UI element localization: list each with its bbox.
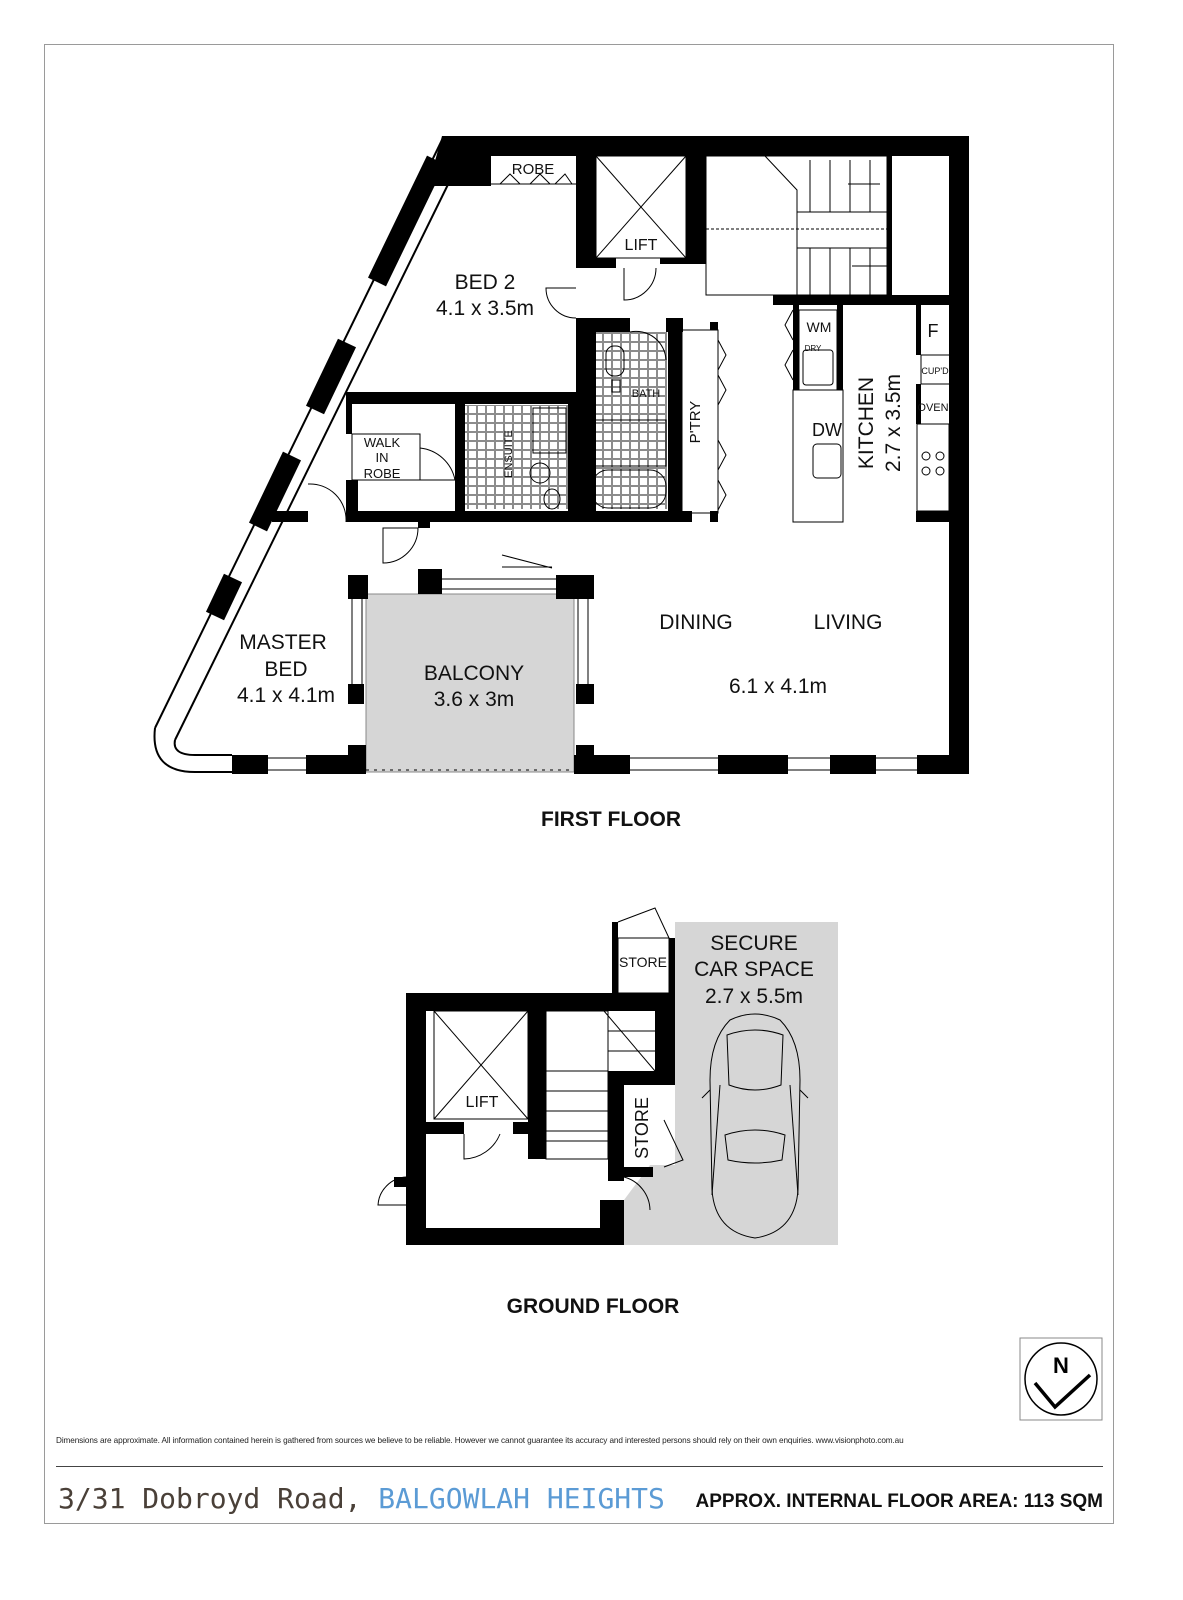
diagonal-wall-inner [174, 155, 463, 741]
store-side-label: STORE [632, 1097, 652, 1159]
interior-walls [272, 156, 969, 771]
lift-label: LIFT [625, 237, 658, 254]
entry-arrow-icon [394, 1172, 415, 1192]
fridge-label: F [928, 321, 939, 341]
kitchen-label: KITCHEN [855, 377, 878, 469]
balcony-label: BALCONY [424, 662, 524, 685]
ground-floor-plan [377, 907, 838, 1245]
dry-label: DRY [805, 344, 822, 353]
first-floor-labels: ROBE LIFT BED 2 4.1 x 3.5m WM DRY F CUP'… [237, 161, 949, 831]
diagonal-wall-segments [205, 155, 446, 621]
property-address: 3/31 Dobroyd Road, BALGOWLAH HEIGHTS [58, 1482, 665, 1515]
fixtures [268, 155, 952, 771]
car-space-area [624, 922, 838, 1245]
ground-lift-label: LIFT [466, 1094, 499, 1111]
kitchen-size: 2.7 x 3.5m [882, 374, 905, 472]
cupboard-label: CUP'D [921, 366, 949, 376]
master-label-1: MASTER [239, 631, 327, 654]
master-label-2: BED [264, 658, 307, 681]
ensuite-tiles [465, 405, 568, 509]
dishwasher-label: DW [812, 420, 842, 440]
corner-curve [153, 727, 232, 773]
living-size: 6.1 x 4.1m [729, 675, 827, 698]
wm-label: WM [807, 319, 832, 335]
pantry-label: P'TRY [687, 401, 704, 444]
balcony-area [365, 593, 575, 773]
dining-label: DINING [659, 611, 733, 634]
address-street: 3/31 Dobroyd Road, [58, 1482, 362, 1515]
car-outline [709, 1013, 801, 1239]
bed2-label: BED 2 [455, 271, 516, 294]
robe-label: ROBE [512, 161, 555, 178]
bath-label: BATH [632, 388, 661, 400]
living-label: LIVING [814, 611, 883, 634]
address-suburb: BALGOWLAH HEIGHTS [378, 1482, 665, 1515]
bed2-size: 4.1 x 3.5m [436, 297, 534, 320]
footer-divider [56, 1466, 1103, 1467]
north-arrow-icon: N [1019, 1337, 1103, 1421]
first-floor-title: FIRST FLOOR [541, 808, 681, 831]
north-label: N [1053, 1353, 1069, 1378]
car-space-label-2: CAR SPACE [694, 958, 814, 981]
car-space-size: 2.7 x 5.5m [705, 985, 803, 1008]
balcony-size: 3.6 x 3m [434, 688, 515, 711]
floor-area: APPROX. INTERNAL FLOOR AREA: 113 SQM [695, 1491, 1104, 1512]
ground-floor-title: GROUND FLOOR [507, 1295, 680, 1318]
car-space-label-1: SECURE [710, 932, 798, 955]
walkin-label-2: IN [376, 450, 389, 465]
oven-label: OVEN [917, 402, 948, 414]
disclaimer-text: Dimensions are approximate. All informat… [56, 1436, 904, 1445]
store-top-label: STORE [619, 954, 667, 970]
master-size: 4.1 x 4.1m [237, 684, 335, 707]
first-floor-plan [153, 136, 969, 774]
ground-floor-labels: STORE SECURE CAR SPACE 2.7 x 5.5m LIFT S… [466, 932, 814, 1318]
ensuite-label: ENSUITE [503, 430, 515, 478]
ground-walls [406, 922, 675, 1245]
walkin-label-3: ROBE [364, 466, 401, 481]
walkin-label-1: WALK [364, 435, 401, 450]
page-border [44, 44, 1114, 1524]
